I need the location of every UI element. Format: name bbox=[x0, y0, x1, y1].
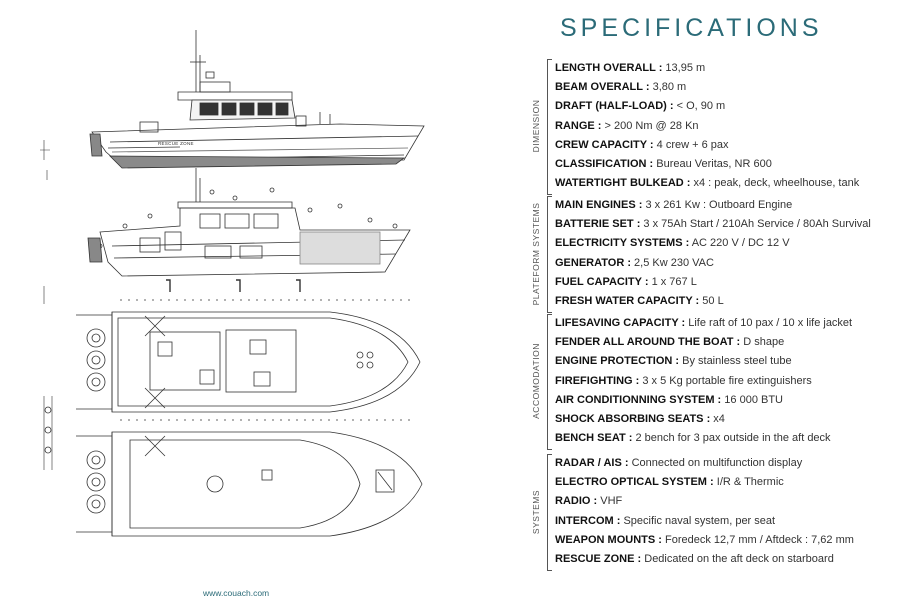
spec-value: 1 x 767 L bbox=[648, 275, 697, 288]
spec-label: SHOCK ABSORBING SEATS : bbox=[555, 412, 711, 425]
spec-value: Dedicated on the aft deck on starboard bbox=[641, 552, 834, 565]
spec-label: ELECTRO OPTICAL SYSTEM : bbox=[555, 476, 714, 489]
group-label: PLATEFORM SYSTEMS bbox=[531, 202, 541, 305]
spec-value: 3 x 261 Kw : Outboard Engine bbox=[642, 199, 793, 211]
spec-label: WATERTIGHT BULKEAD : bbox=[555, 177, 691, 190]
spec-label: FRESH WATER CAPACITY : bbox=[555, 294, 700, 307]
spec-label: WEAPON MOUNTS : bbox=[555, 533, 662, 546]
group-bracket bbox=[547, 314, 552, 450]
top-view-drawing bbox=[76, 431, 423, 537]
spec-row: CLASSIFICATION : Bureau Veritas, NR 600 bbox=[555, 155, 897, 174]
spec-row: WEAPON MOUNTS : Foredeck 12,7 mm / Aftde… bbox=[555, 531, 897, 550]
spec-label: LENGTH OVERALL : bbox=[555, 62, 663, 74]
spec-label: AIR CONDITIONNING SYSTEM : bbox=[555, 393, 722, 406]
spec-value: 16 000 BTU bbox=[721, 393, 783, 406]
spec-row: BEAM OVERALL : 3,80 m bbox=[555, 78, 897, 97]
spec-row: FUEL CAPACITY : 1 x 767 L bbox=[555, 273, 897, 292]
spec-row: BATTERIE SET : 3 x 75Ah Start / 210Ah Se… bbox=[555, 215, 897, 234]
group-bracket bbox=[547, 454, 552, 571]
spec-row: ELECTRO OPTICAL SYSTEM : I/R & Thermic bbox=[555, 473, 897, 492]
spec-label: ELECTRICITY SYSTEMS : bbox=[555, 237, 690, 250]
spec-value: Bureau Veritas, NR 600 bbox=[653, 157, 772, 170]
spec-label: RANGE : bbox=[555, 119, 602, 132]
spec-value: 50 L bbox=[699, 294, 724, 307]
spec-row: SHOCK ABSORBING SEATS : x4 bbox=[555, 410, 897, 429]
spec-row: RESCUE ZONE : Dedicated on the aft deck … bbox=[555, 550, 897, 569]
footer-website-link[interactable]: www.couach.com bbox=[203, 588, 270, 598]
side-profile-drawing bbox=[40, 30, 425, 180]
spec-label: MAIN ENGINES : bbox=[555, 199, 643, 211]
spec-value: Connected on multifunction display bbox=[628, 457, 803, 469]
spec-value: > 200 Nm @ 28 Kn bbox=[601, 119, 699, 132]
spec-value: 2 bench for 3 pax outside in the aft dec… bbox=[632, 432, 831, 445]
spec-value: VHF bbox=[597, 495, 623, 508]
spec-label: INTERCOM : bbox=[555, 514, 621, 527]
spec-row: GENERATOR : 2,5 Kw 230 VAC bbox=[555, 254, 897, 273]
spec-row: ELECTRICITY SYSTEMS : AC 220 V / DC 12 V bbox=[555, 234, 897, 253]
spec-row: FIREFIGHTING : 3 x 5 Kg portable fire ex… bbox=[555, 372, 897, 391]
spec-label: BEAM OVERALL : bbox=[555, 81, 650, 94]
spec-row: MAIN ENGINES : 3 x 261 Kw : Outboard Eng… bbox=[555, 196, 897, 215]
spec-value: D shape bbox=[740, 336, 785, 349]
spec-label: BATTERIE SET : bbox=[555, 218, 641, 231]
spec-label: GENERATOR : bbox=[555, 256, 631, 269]
spec-row: RADAR / AIS : Connected on multifunction… bbox=[555, 454, 897, 473]
spec-row: RADIO : VHF bbox=[555, 492, 897, 511]
group-label: DIMENSION bbox=[531, 99, 541, 153]
spec-label: RADIO : bbox=[555, 495, 598, 508]
spec-row: AIR CONDITIONNING SYSTEM : 16 000 BTU bbox=[555, 391, 897, 410]
spec-value: Life raft of 10 pax / 10 x life jacket bbox=[685, 317, 853, 329]
spec-value: 2,5 Kw 230 VAC bbox=[631, 256, 714, 269]
group-bracket bbox=[547, 196, 552, 313]
spec-value: Specific naval system, per seat bbox=[620, 514, 776, 527]
spec-label: FUEL CAPACITY : bbox=[555, 275, 649, 288]
spec-label: ENGINE PROTECTION : bbox=[555, 355, 680, 368]
group-bracket bbox=[547, 59, 552, 195]
spec-value: < O, 90 m bbox=[673, 100, 726, 113]
boat-hull-label: RESCUE ZONE bbox=[158, 141, 194, 146]
spec-value: 3,80 m bbox=[649, 81, 687, 94]
group-label: ACCOMODATION bbox=[531, 343, 541, 419]
spec-row: CREW CAPACITY : 4 crew + 6 pax bbox=[555, 136, 897, 155]
spec-row: FENDER ALL AROUND THE BOAT : D shape bbox=[555, 333, 897, 352]
spec-row: INTERCOM : Specific naval system, per se… bbox=[555, 512, 897, 531]
spec-label: CLASSIFICATION : bbox=[555, 157, 654, 170]
spec-label: CREW CAPACITY : bbox=[555, 138, 654, 151]
spec-row: LENGTH OVERALL : 13,95 m bbox=[555, 59, 897, 78]
spec-label: LIFESAVING CAPACITY : bbox=[555, 317, 686, 329]
spec-label: FENDER ALL AROUND THE BOAT : bbox=[555, 336, 741, 349]
spec-value: 3 x 5 Kg portable fire extinguishers bbox=[639, 374, 812, 387]
spec-label: DRAFT (HALF-LOAD) : bbox=[555, 100, 674, 113]
spec-label: FIREFIGHTING : bbox=[555, 374, 640, 387]
spec-value: 3 x 75Ah Start / 210Ah Service / 80Ah Su… bbox=[640, 218, 871, 231]
spec-row: ENGINE PROTECTION : By stainless steel t… bbox=[555, 352, 897, 371]
spec-row: FRESH WATER CAPACITY : 50 L bbox=[555, 292, 897, 311]
spec-label: BENCH SEAT : bbox=[555, 432, 633, 445]
spec-value: I/R & Thermic bbox=[713, 476, 784, 489]
spec-label: RADAR / AIS : bbox=[555, 457, 629, 469]
group-label: SYSTEMS bbox=[531, 489, 541, 534]
spec-value: AC 220 V / DC 12 V bbox=[689, 237, 790, 250]
spec-value: By stainless steel tube bbox=[679, 355, 792, 368]
spec-value: Foredeck 12,7 mm / Aftdeck : 7,62 mm bbox=[661, 533, 854, 546]
page-title: SPECIFICATIONS bbox=[560, 14, 823, 42]
spec-row: BENCH SEAT : 2 bench for 3 pax outside i… bbox=[555, 429, 897, 448]
spec-row: DRAFT (HALF-LOAD) : < O, 90 m bbox=[555, 97, 897, 116]
boat-drawings bbox=[40, 30, 425, 537]
spec-value: x4 : peak, deck, wheelhouse, tank bbox=[690, 177, 860, 190]
deck-plan-drawing bbox=[43, 311, 421, 470]
spec-row: LIFESAVING CAPACITY : Life raft of 10 pa… bbox=[555, 314, 897, 333]
spec-value: 4 crew + 6 pax bbox=[653, 138, 729, 151]
spec-row: RANGE : > 200 Nm @ 28 Kn bbox=[555, 117, 897, 136]
spec-value: 13,95 m bbox=[662, 62, 706, 74]
spec-row: WATERTIGHT BULKEAD : x4 : peak, deck, wh… bbox=[555, 174, 897, 193]
spec-label: RESCUE ZONE : bbox=[555, 552, 642, 565]
spec-value: x4 bbox=[710, 412, 725, 425]
interior-profile-drawing bbox=[43, 168, 411, 304]
